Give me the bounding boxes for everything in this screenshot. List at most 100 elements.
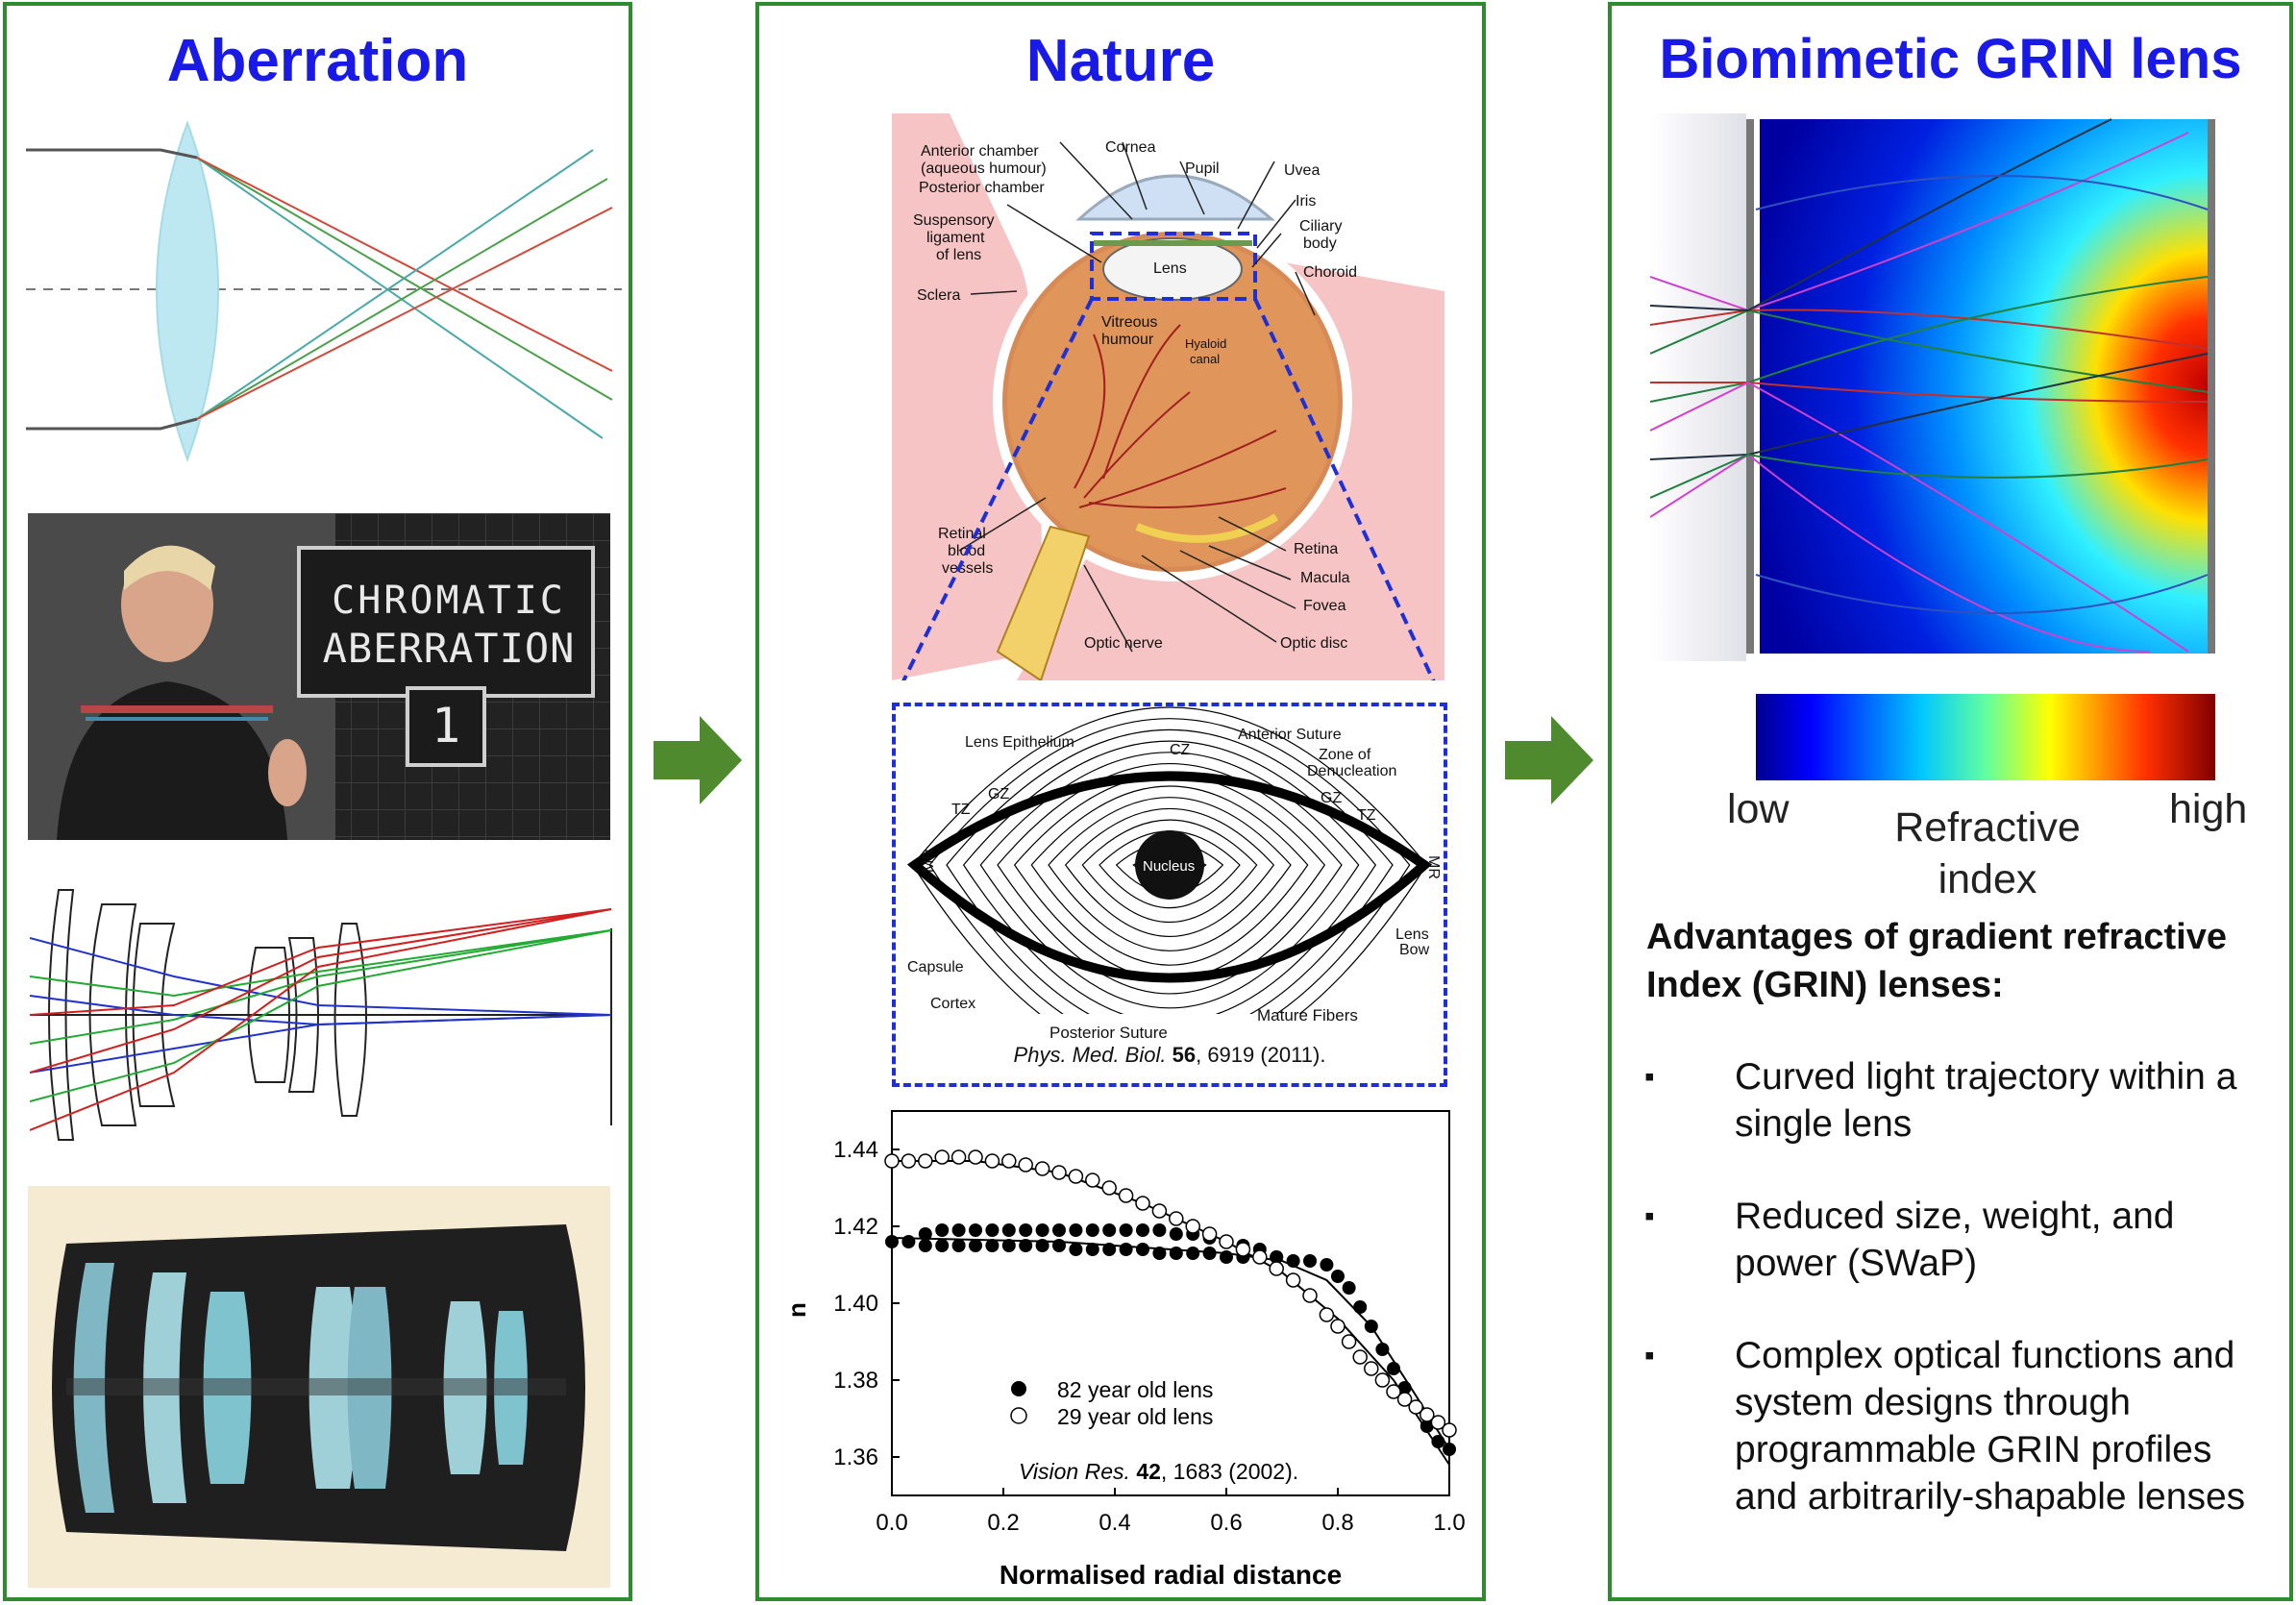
x-tick-label: 0.8 [1321,1510,1353,1536]
data-point-82-year [1152,1247,1167,1260]
nature-title: Nature [1025,28,1216,94]
y-tick-label: 1.36 [833,1444,878,1470]
chart-y-axis-label: n [782,1302,811,1318]
data-point-82-year [935,1239,950,1252]
data-point-82-year [1019,1239,1033,1252]
eye-label-uvea: Uvea [1284,162,1320,179]
eye-label-humour: humour [1101,332,1154,348]
advantage-item: ▪Complex optical functions and system de… [1641,1332,2275,1520]
data-point-82-year [969,1223,982,1237]
data-point-29-year [1386,1384,1401,1399]
data-point-29-year [1430,1415,1446,1430]
chromatic-aberration-photo: CHROMATIC ABERRATION 1 [28,513,610,840]
eye-anatomy-diagram: Anterior chamber (aqueous humour) Poster… [892,113,1444,680]
data-point-82-year [969,1239,982,1252]
advantages-list: ▪Curved light trajectory within a single… [1641,1053,2275,1566]
data-point-82-year [935,1223,950,1237]
lens-label-epithelium: Lens Epithelium [965,734,1074,751]
chromatic-sign-line2: ABERRATION [322,625,576,672]
lens-label-mature-fibers: Mature Fibers [1257,1006,1358,1025]
refractive-index-colorbar [1756,694,2215,780]
grin-title: Biomimetic GRIN lens [1659,28,2242,90]
data-point-29-year [1352,1349,1368,1365]
eye-label-ciliary: Ciliary [1299,218,1342,235]
data-point-82-year [1220,1250,1233,1264]
eye-label-aqueous: (aqueous humour) [921,160,1047,177]
data-point-29-year [1330,1319,1346,1334]
data-point-29-year [884,1153,900,1169]
data-point-29-year [1034,1161,1050,1176]
data-point-29-year [1442,1422,1457,1438]
legend-marker-29 [1010,1407,1027,1424]
data-point-29-year [901,1153,917,1169]
data-point-82-year [885,1235,899,1248]
data-point-82-year [1387,1362,1400,1375]
eye-label-sclera: Sclera [917,287,960,304]
data-point-82-year [1353,1300,1368,1314]
data-point-29-year [1269,1261,1284,1276]
data-point-82-year [1320,1258,1334,1272]
data-point-82-year [1397,1381,1412,1395]
lens-label-nucleus: Nucleus [1143,858,1195,875]
x-tick-label: 0.0 [876,1510,907,1536]
data-point-82-year [1169,1247,1183,1260]
data-point-29-year [1169,1211,1184,1226]
lens-label-lens-bow-2: Bow [1399,942,1430,958]
data-point-82-year [1001,1223,1016,1237]
x-tick-label: 0.6 [1210,1510,1242,1536]
data-point-82-year [918,1227,932,1241]
data-point-29-year [1302,1288,1318,1303]
data-point-29-year [1319,1307,1335,1322]
colorbar-low-label: low [1727,786,1790,832]
aberration-panel: Aberration [3,2,632,1601]
data-point-29-year [1085,1173,1100,1188]
data-point-29-year [1135,1196,1150,1211]
legend-label-82: 82 year old lens [1057,1377,1213,1402]
eye-label-lens: Lens [1153,260,1187,277]
data-point-82-year [1331,1270,1345,1283]
nature-panel: Nature Anterior chamber (aqueou [755,2,1486,1601]
grin-panel: Biomimetic GRIN lens [1608,2,2293,1601]
chart-x-axis-label: Normalised radial distance [1000,1560,1342,1590]
camera-lens-cutaway-image [28,1186,610,1588]
lens-fiber-line [911,706,1428,1014]
data-point-82-year [1420,1420,1434,1433]
eye-label-optic-nerve: Optic nerve [1084,635,1163,652]
chart-citation: Vision Res. 42, 1683 (2002). [1019,1459,1298,1484]
data-point-82-year [1102,1223,1117,1237]
lens-label-anterior-suture: Anterior Suture [1238,727,1342,743]
eye-label-hyaloid: Hyaloid [1185,336,1226,351]
data-point-29-year [1018,1157,1033,1173]
data-point-82-year [1375,1343,1390,1356]
advantage-item: ▪Reduced size, weight, and power (SWaP) [1641,1193,2275,1287]
lens-label-mr-left: MR [921,849,937,873]
chromatic-sign-line1: CHROMATIC [332,579,566,623]
data-point-82-year [918,1239,932,1252]
eye-label-iris: Iris [1296,193,1316,210]
data-point-82-year [1052,1239,1066,1252]
lens-label-gz-left: GZ [988,786,1009,802]
x-tick-label: 0.2 [987,1510,1019,1536]
x-tick-label: 0.4 [1099,1510,1130,1536]
data-point-29-year [1364,1361,1379,1376]
data-point-82-year [1152,1223,1167,1237]
eye-label-vessels: vessels [942,560,993,577]
grin-ray-simulation [1650,113,2215,661]
y-tick-label: 1.42 [833,1214,878,1240]
data-point-29-year [968,1149,983,1165]
data-point-82-year [1052,1223,1066,1237]
bullet-icon: ▪ [1644,1200,1655,1232]
data-point-29-year [1408,1399,1423,1415]
eye-label-vitreous: Vitreous [1101,314,1157,331]
data-point-29-year [1374,1372,1391,1388]
lens-fiber-line [946,728,1394,1014]
data-point-82-year [985,1223,1000,1237]
data-point-82-year [1069,1223,1083,1237]
eye-label-body: body [1303,235,1337,252]
data-point-29-year [918,1153,933,1169]
lens-label-gz-right: GZ [1321,790,1342,806]
spherical-aberration-diagram [26,120,622,462]
lens-fiber-line [1064,808,1275,938]
data-point-29-year [950,1149,967,1165]
